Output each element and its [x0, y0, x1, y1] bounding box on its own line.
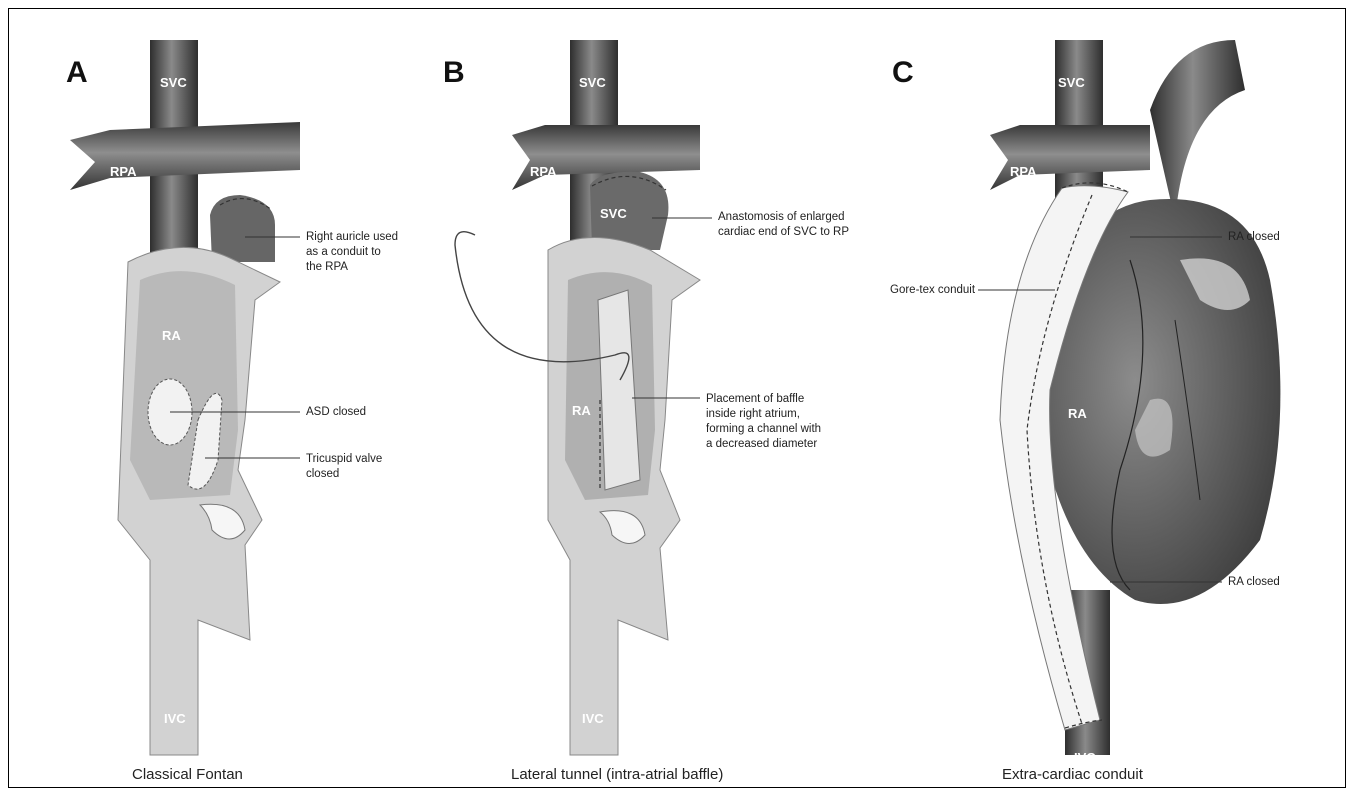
- svc2-label: SVC: [600, 206, 627, 221]
- annotation-ra-closed: RA closed: [1228, 576, 1280, 588]
- svc-label: SVC: [579, 75, 606, 90]
- rpa-label: RPA: [1010, 164, 1037, 179]
- ra-label: RA: [572, 403, 591, 418]
- rpa-label: RPA: [110, 164, 137, 179]
- ra-label: RA: [162, 328, 181, 343]
- panel-a: A SVC RPA RA IVC Right auricle used as a…: [66, 40, 401, 783]
- right-atrium: [130, 271, 238, 500]
- svc-vessel: [1055, 40, 1103, 200]
- svc-label: SVC: [1058, 75, 1085, 90]
- annotation-tricuspid: Tricuspid valve closed: [306, 453, 385, 480]
- panel-letter: B: [443, 56, 465, 89]
- annotation-baffle: Placement of baffle inside right atrium,…: [706, 393, 824, 450]
- ivc-label: IVC: [1074, 750, 1096, 765]
- panel-b: B SVC RPA SVC RA IVC Anastomosis of enla…: [443, 40, 849, 783]
- panel-letter: C: [892, 56, 914, 89]
- annotation-anastomosis: Anastomosis of enlarged cardiac end of S…: [718, 211, 849, 238]
- aorta: [1150, 40, 1245, 220]
- panel-caption: Classical Fontan: [132, 766, 243, 783]
- annotation-asd: ASD closed: [306, 406, 366, 418]
- ra-label: RA: [1068, 406, 1087, 421]
- annotation-auricle: Right auricle used as a conduit to the R…: [306, 231, 401, 273]
- panel-c: C SVC RPA RA IVC RA closed Gore-tex cond…: [890, 40, 1280, 783]
- annotation-ra-closed: RA closed: [1228, 231, 1280, 243]
- rpa-label: RPA: [530, 164, 557, 179]
- annotation-goretex: Gore-tex conduit: [890, 284, 976, 296]
- right-auricle: [210, 195, 275, 262]
- svc-label: SVC: [160, 75, 187, 90]
- ivc-label: IVC: [164, 711, 186, 726]
- panel-caption: Lateral tunnel (intra-atrial baffle): [511, 766, 723, 783]
- panel-letter: A: [66, 56, 88, 89]
- panel-caption: Extra-cardiac conduit: [1002, 766, 1144, 783]
- ivc-label: IVC: [582, 711, 604, 726]
